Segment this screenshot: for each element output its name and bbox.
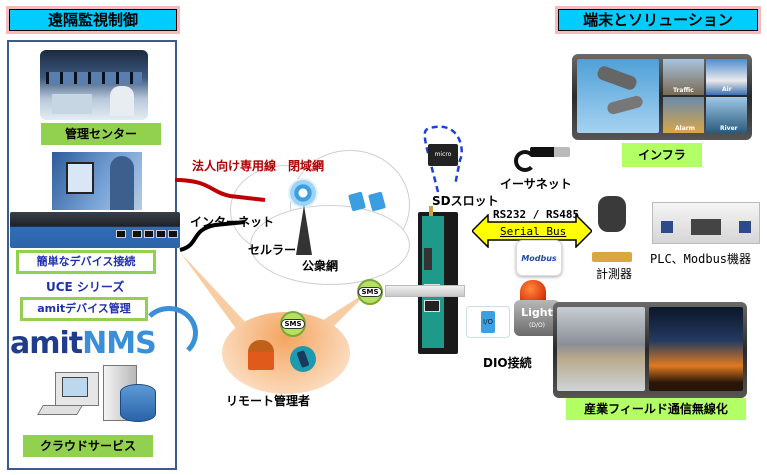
control-room-image [40, 50, 148, 120]
management-center-label: 管理センター [41, 123, 161, 145]
internet-line [179, 220, 246, 252]
modbus-icon: Modbus [516, 240, 562, 276]
air-tile: Air [706, 59, 747, 95]
infrastructure-image: Traffic Air Alarm River [572, 54, 752, 140]
meter-label: 計測器 [596, 267, 633, 281]
infrastructure-label: インフラ [622, 143, 702, 167]
admin-beam [320, 290, 370, 330]
plc-modbus-label: PLC、Modbus機器 [650, 252, 752, 266]
public-network-label: 公衆網 [302, 259, 339, 273]
signal-waves-icon [288, 178, 318, 208]
database-icon [120, 384, 156, 422]
mobile-phone-icon [290, 346, 316, 372]
cloud-shape [250, 205, 410, 285]
river-tile: River [706, 97, 747, 133]
operator-person-icon [248, 340, 274, 370]
operator-image [52, 152, 142, 210]
traffic-tile: Traffic [663, 59, 704, 95]
sd-slot-callout [423, 125, 463, 193]
computer-icon [55, 372, 99, 406]
dio-connection-label: DIO接続 [483, 356, 532, 370]
uce-series-label: UCE シリーズ [46, 280, 125, 294]
sms-icon: SMS [280, 311, 306, 337]
plc-device-icon [652, 202, 760, 244]
din-rail [385, 285, 465, 297]
devices-solutions-title: 端末とソリューション [558, 9, 758, 31]
uce-router-device [10, 212, 180, 248]
admin-beam [180, 252, 248, 330]
ethernet-cable-icon [514, 150, 536, 172]
internet-label: インターネット [190, 215, 275, 229]
sms-icon: SMS [357, 279, 383, 305]
ethernet-connector-icon [530, 147, 570, 157]
remote-monitoring-panel [7, 40, 177, 470]
serial-bus-arrow [472, 214, 592, 248]
sd-slot-label: SDスロット [432, 194, 499, 208]
ethernet-port [424, 300, 440, 312]
amit-nms-logo: amitNMS [10, 326, 157, 361]
amit-device-management-label: amitデバイス管理 [20, 297, 148, 321]
remote-admin-label: リモート管理者 [226, 394, 311, 408]
cellular-label: セルラー [248, 243, 297, 257]
io-module-icon: I/O [466, 306, 510, 338]
serial-bus-label: Serial Bus [500, 225, 567, 238]
oil-pumps-image [649, 307, 743, 391]
terminal-block [424, 248, 432, 270]
light-do-box: Light (D/O) [514, 300, 560, 336]
easy-device-connect-label: 簡単なデバイス接続 [16, 250, 156, 274]
industrial-gateway-device [418, 212, 458, 354]
antenna-connector-icon [429, 206, 433, 216]
nms-logo-nms: NMS [82, 326, 157, 361]
industrial-wireless-label: 産業フィールド通信無線化 [566, 398, 746, 420]
alarm-tile: Alarm [663, 97, 704, 133]
ethernet-label: イーサネット [500, 177, 572, 191]
warning-light-icon [520, 280, 546, 302]
nms-cloud-arc-icon [140, 306, 198, 360]
flow-meter-icon [598, 196, 626, 232]
cell-tower-icon [296, 205, 312, 255]
microsd-card-icon: micro [428, 144, 458, 166]
cloud-service-label: クラウドサービス [23, 435, 153, 457]
serial-ports-label: RS232 / RS485 [493, 208, 580, 221]
remote-monitoring-title: 遠隔監視制御 [9, 9, 177, 31]
dedicated-line [174, 178, 266, 202]
warehouse-image [557, 307, 645, 391]
surveillance-cameras-image [577, 59, 659, 133]
flow-meter-pipe [592, 252, 632, 262]
dedicated-line-label: 法人向け専用線 閉域網 [192, 159, 325, 173]
industrial-field-image [553, 302, 747, 398]
nms-logo-amit: amit [10, 326, 83, 361]
